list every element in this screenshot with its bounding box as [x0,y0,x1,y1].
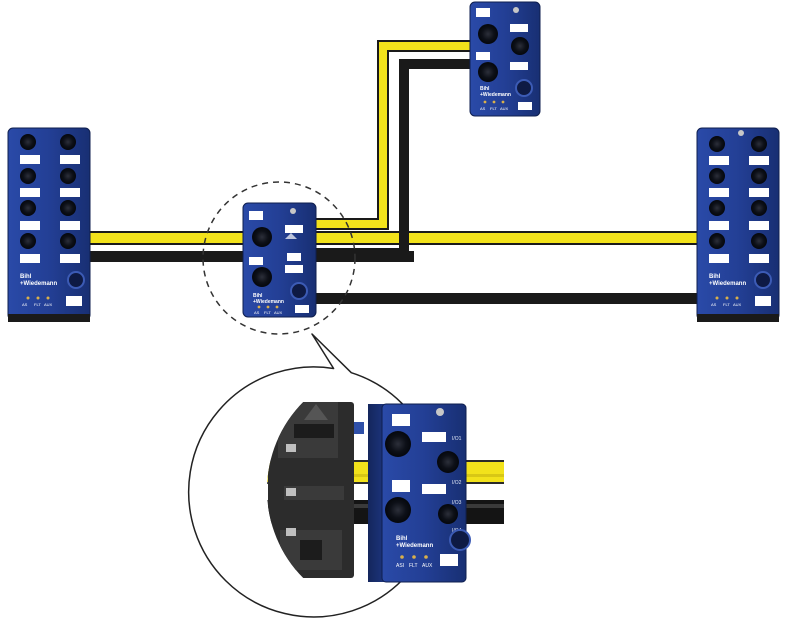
port-socket [478,24,498,44]
asi-module-top: Bihl +Wiedemann AS FLT AUX [469,1,541,117]
led-label-asi: ASI [396,563,404,569]
port-socket [252,227,272,247]
brand-line2: +Wiedemann [480,92,511,98]
brand-line1: Bihl [20,274,32,280]
port-socket [478,62,498,82]
brand-line2: +Wiedemann [709,281,746,287]
highlight-dashed-circle [202,181,356,335]
zoom-detail: I/O1 I/O2 I/O3 I/O4 Bihl +Wiedemann ASI … [267,402,504,583]
addressing-knob-icon [449,529,471,551]
black-cable-right [314,293,702,304]
port-row-4 [709,233,769,263]
led-label-flt: FLT [264,310,271,315]
led-label-flt: FLT [723,302,730,307]
led-label-as: AS [480,106,486,111]
brand-line1: Bihl [709,274,721,280]
led-label-aux: AUX [274,310,283,315]
led-label-aux: AUX [733,302,742,307]
port-row-2 [709,168,769,197]
yellow-cable-main [88,231,700,245]
led-label-aux: AUX [44,302,53,307]
brand-line2: +Wiedemann [20,281,57,287]
port-label-io1: I/O1 [452,436,462,442]
led-label-aux: AUX [422,563,433,569]
black-cable-branch [316,59,472,258]
led-label-flt: FLT [490,106,497,111]
addressing-knob-icon [67,271,85,289]
port-row-1 [20,134,80,164]
yellow-cable-branch [316,40,472,230]
port-socket [252,267,272,287]
port-label-io3: I/O3 [452,500,462,506]
port-row-3 [709,200,769,230]
brand-line2: +Wiedemann [253,299,284,305]
led-label-as: AS [254,310,260,315]
port-row-3 [20,200,80,230]
brand-line2: +Wiedemann [396,543,433,549]
addressing-knob-icon [754,271,772,289]
led-label-as: AS [22,302,28,307]
port-label-io2: I/O2 [452,480,462,486]
port-row-1 [709,136,769,165]
addressing-knob-icon [515,79,533,97]
led-label-aux: AUX [500,106,509,111]
port-socket [437,451,459,473]
port-row-4 [20,233,80,263]
brand-line1: Bihl [396,536,408,542]
led-label-flt: FLT [34,302,41,307]
port-socket [511,37,529,55]
led-label-as: AS [711,302,717,307]
brand-line1: Bihl [253,293,263,299]
zoom-module: I/O1 I/O2 I/O3 I/O4 Bihl +Wiedemann ASI … [368,403,471,583]
asi-module-left: Bihl +Wiedemann AS FLT AUX [7,127,91,322]
port-socket [438,504,458,524]
port-row-2 [20,168,80,197]
asi-module-middle: Bihl +Wiedemann AS FLT AUX [242,202,317,318]
port-socket [385,497,411,523]
port-socket [385,431,411,457]
asi-module-right: Bihl +Wiedemann AS FLT AUX [696,127,780,322]
led-label-flt: FLT [409,563,418,569]
brand-line1: Bihl [480,86,490,92]
addressing-knob-icon [290,282,308,300]
